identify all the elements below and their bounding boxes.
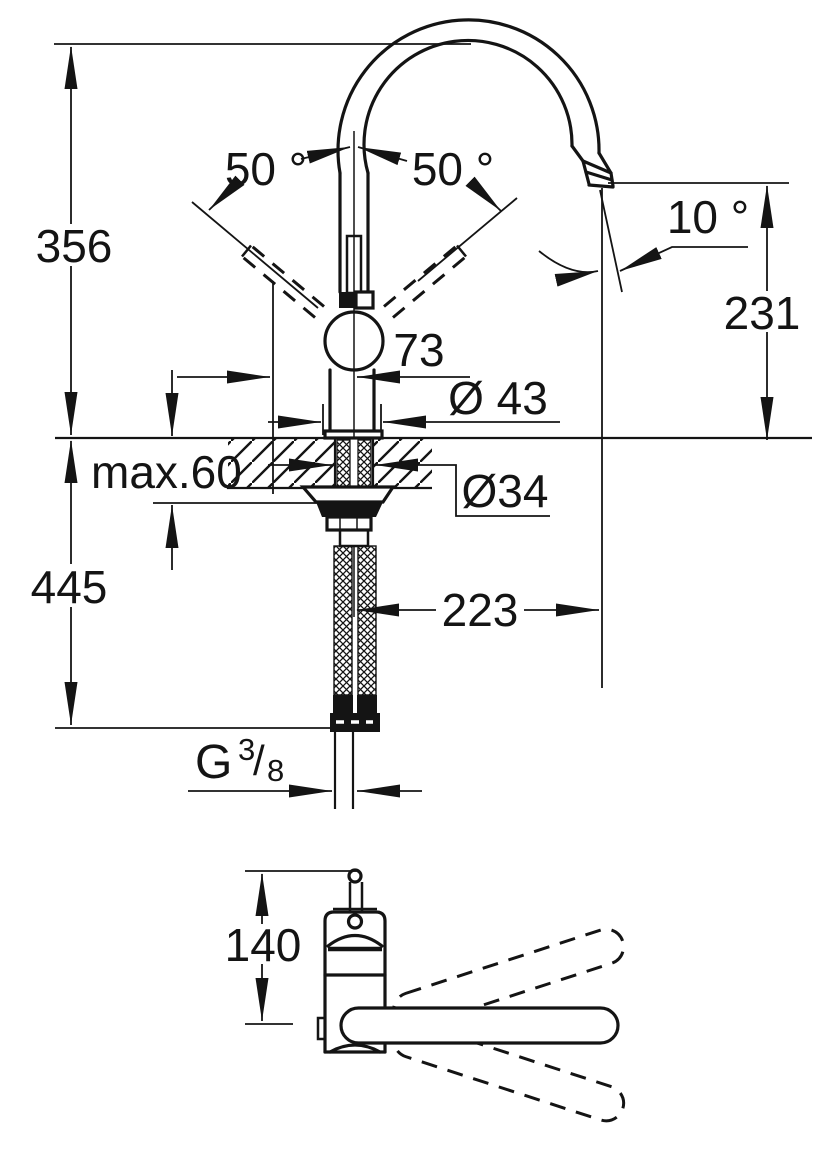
shank-thread-texture — [357, 439, 372, 488]
spout-inner-arc — [362, 38, 574, 175]
supply-hose-right — [357, 545, 377, 696]
dim-dia43-label: Ø 43 — [448, 372, 548, 424]
thread-numerator: 3 — [238, 732, 255, 767]
thread-slash: / — [253, 737, 265, 784]
thread-letter: G — [195, 736, 232, 789]
countertop-hatch-right — [373, 439, 432, 487]
lever-base-dark — [339, 292, 356, 308]
dim-max60-label: max.60 — [91, 446, 242, 498]
dim-10deg-label: 10 ° — [667, 191, 749, 243]
dim-dia34-label: Ø34 — [462, 465, 549, 517]
thread-denominator: 8 — [267, 753, 284, 788]
lever-swing-positions — [241, 244, 467, 319]
mounting-flange — [299, 485, 396, 504]
dim-50deg-left-label: 50 ° — [225, 143, 307, 195]
hose-fitting-right — [357, 695, 377, 714]
lever-50deg-right-reference-line — [417, 197, 518, 282]
hose-fitting-left — [333, 695, 353, 714]
dimension-labels-front: 356 445 max.60 50 ° 50 ° 10 ° 231 73 Ø 4… — [29, 143, 802, 789]
plan-body-bottom-cap-arc — [328, 1043, 382, 1054]
dim-223-label: 223 — [442, 584, 519, 636]
dim-leader-34-right — [375, 458, 550, 517]
outlet-10deg-reference-line — [599, 189, 623, 293]
dim-140-label: 140 — [225, 919, 302, 971]
label-bg — [29, 564, 109, 607]
lever-left-dashed-edge — [250, 244, 325, 308]
plan-side-tab — [316, 1016, 327, 1041]
hose-collar — [338, 528, 370, 548]
aerator-ring-line — [581, 159, 613, 175]
lever-50deg-left-reference-line — [191, 201, 319, 309]
plan-lever-ball — [346, 913, 364, 930]
leader-50-left — [208, 175, 245, 211]
angle-arrow-left — [300, 146, 351, 164]
plan-spout-bar — [339, 1006, 620, 1045]
label-bg — [34, 224, 114, 266]
faucet-plan-view: 140 — [222, 868, 626, 1123]
dim-231-label: 231 — [724, 287, 801, 339]
supply-hose-left — [333, 545, 353, 696]
lever-base-light — [354, 290, 375, 310]
mounting-nut-facets — [339, 517, 358, 530]
faucet-front-view — [323, 18, 615, 440]
mounting-nut — [325, 515, 373, 532]
lever-left-dashed-cap — [241, 244, 252, 258]
leader-50-right — [465, 176, 502, 212]
label-bg — [436, 593, 524, 629]
seal-ring — [316, 502, 383, 517]
dim-445-label: 445 — [31, 561, 108, 613]
countertop-section — [227, 439, 432, 490]
plan-lever-tip — [347, 868, 363, 884]
plan-body-outline — [323, 910, 387, 1054]
lever-left-dashed-edge — [241, 255, 316, 319]
dim-73-label: 73 — [393, 324, 444, 376]
spout-tip-inner-edge — [570, 144, 591, 186]
countertop-hatch-left — [228, 439, 335, 487]
leader-10deg — [619, 246, 748, 272]
under-counter-assembly — [299, 438, 396, 809]
aerator-outlet-face — [587, 183, 615, 189]
lever-right-dashed-edge — [392, 255, 467, 319]
plan-lever-shaft — [348, 882, 364, 911]
aerator-ring-line — [584, 170, 614, 182]
angle-arrow-right — [357, 146, 408, 166]
label-bg — [723, 291, 802, 332]
plan-cartridge-dome-arc — [326, 933, 384, 948]
dim-50deg-right-label: 50 ° — [412, 143, 494, 195]
spout-outer-arc — [336, 18, 601, 175]
dim-356-label: 356 — [36, 220, 113, 272]
shank-thread-texture — [336, 439, 351, 488]
construction-lines — [54, 43, 812, 729]
label-bg — [222, 924, 304, 964]
swing-arc-10deg — [538, 250, 599, 287]
lever-right-dashed-cap — [456, 244, 467, 258]
lever-right-dashed-edge — [383, 244, 458, 308]
